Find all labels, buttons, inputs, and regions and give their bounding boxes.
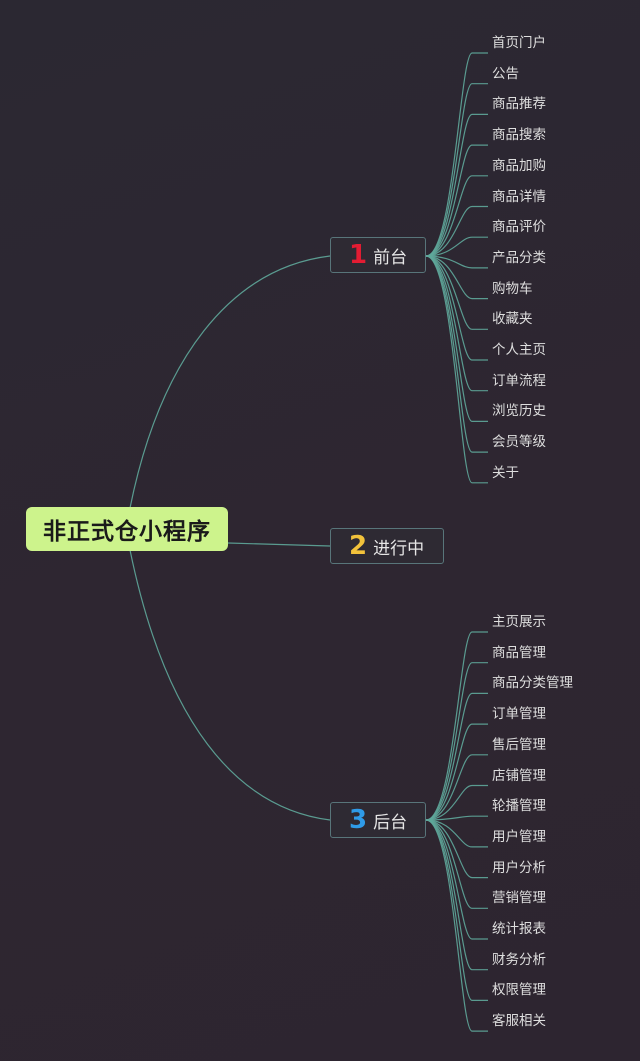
edge-branch-to-leaf — [425, 255, 488, 484]
edge-branch-to-leaf — [425, 819, 488, 1032]
leaf-item[interactable]: 商品推荐 — [492, 96, 546, 113]
edge-branch-to-leaf — [425, 255, 488, 269]
leaf-item[interactable]: 个人主页 — [492, 342, 546, 358]
leaf-item[interactable]: 用户分析 — [492, 859, 546, 876]
leaf-item[interactable]: 用户管理 — [492, 828, 546, 845]
leaf-item[interactable]: 营销管理 — [492, 890, 546, 907]
edge-branch-to-leaf — [425, 819, 488, 909]
branch-number-badge: 3 — [349, 805, 368, 835]
branch-number-badge: 2 — [349, 531, 368, 561]
edge-branch-to-leaf — [425, 819, 488, 848]
edge-branch-to-leaf — [425, 83, 488, 257]
root-label: 非正式仓小程序 — [43, 519, 211, 545]
branch-label: 后台 — [373, 812, 408, 833]
branch-number-badge: 1 — [349, 240, 368, 270]
leaf-item[interactable]: 首页门户 — [492, 35, 546, 51]
leaf-item[interactable]: 客服相关 — [492, 1013, 546, 1030]
leaf-item[interactable]: 店铺管理 — [492, 767, 546, 784]
leaf-item[interactable]: 会员等级 — [492, 434, 546, 451]
edge-branch-to-leaf — [425, 144, 488, 257]
edge-branch-to-leaf — [425, 52, 488, 257]
edge-branch-to-leaf — [425, 784, 488, 821]
leaf-item[interactable]: 主页展示 — [492, 614, 546, 630]
leaf-item[interactable]: 商品搜索 — [492, 127, 546, 144]
edge-branch-to-leaf — [425, 692, 488, 821]
edge-branch-to-leaf — [425, 662, 488, 821]
leaf-item[interactable]: 订单流程 — [492, 372, 546, 389]
branch-label: 进行中 — [373, 538, 425, 559]
edge-branch-to-leaf — [425, 205, 488, 257]
leaf-item[interactable]: 权限管理 — [492, 982, 546, 999]
leaf-item[interactable]: 商品管理 — [492, 644, 546, 661]
leaf-item[interactable]: 商品加购 — [492, 157, 546, 174]
edge-branch-to-leaf — [425, 255, 488, 361]
edge-branch-to-leaf — [425, 175, 488, 257]
edge-branch-to-leaf — [425, 723, 488, 821]
branch-node-in-progress[interactable]: 2 进行中 — [330, 528, 444, 564]
edge-branch-to-leaf — [425, 255, 488, 330]
leaf-item[interactable]: 关于 — [492, 464, 519, 481]
edge-branch-to-leaf — [425, 255, 488, 392]
branch-label: 前台 — [373, 247, 408, 268]
leaf-item[interactable]: 财务分析 — [492, 951, 546, 968]
edge-root-to-frontend — [129, 255, 331, 509]
edge-branch-to-leaf — [425, 236, 488, 257]
branch-node-frontend[interactable]: 1 前台 — [330, 237, 426, 273]
edge-branch-to-leaf — [425, 113, 488, 257]
leaf-item[interactable]: 商品评价 — [492, 219, 546, 236]
edge-branch-to-leaf — [425, 255, 488, 300]
leaf-item[interactable]: 购物车 — [492, 280, 533, 297]
leaf-item[interactable]: 浏览历史 — [492, 403, 546, 420]
branch-node-backend[interactable]: 3 后台 — [330, 802, 426, 838]
leaf-item[interactable]: 统计报表 — [492, 921, 546, 937]
edge-branch-to-leaf — [425, 815, 488, 821]
leaf-item[interactable]: 轮播管理 — [492, 798, 546, 815]
edge-branch-to-leaf — [425, 255, 488, 422]
edge-branch-to-leaf — [425, 819, 488, 940]
edge-root-to-in-progress — [227, 542, 331, 547]
edge-branch-to-leaf — [425, 819, 488, 971]
leaf-item[interactable]: 售后管理 — [492, 736, 546, 753]
leaf-item[interactable]: 订单管理 — [492, 706, 546, 723]
root-node[interactable]: 非正式仓小程序 — [26, 507, 228, 551]
leaf-item[interactable]: 公告 — [492, 65, 519, 82]
leaf-item[interactable]: 商品分类管理 — [492, 675, 573, 692]
edge-branch-to-leaf — [425, 754, 488, 821]
edge-branch-to-leaf — [425, 255, 488, 453]
edge-branch-to-leaf — [425, 631, 488, 821]
leaf-item[interactable]: 商品详情 — [492, 188, 546, 205]
leaf-item[interactable]: 收藏夹 — [492, 311, 533, 328]
edge-branch-to-leaf — [425, 819, 488, 879]
leaf-item[interactable]: 产品分类 — [492, 249, 546, 266]
edge-root-to-backend — [129, 549, 331, 821]
edge-branch-to-leaf — [425, 819, 488, 1001]
